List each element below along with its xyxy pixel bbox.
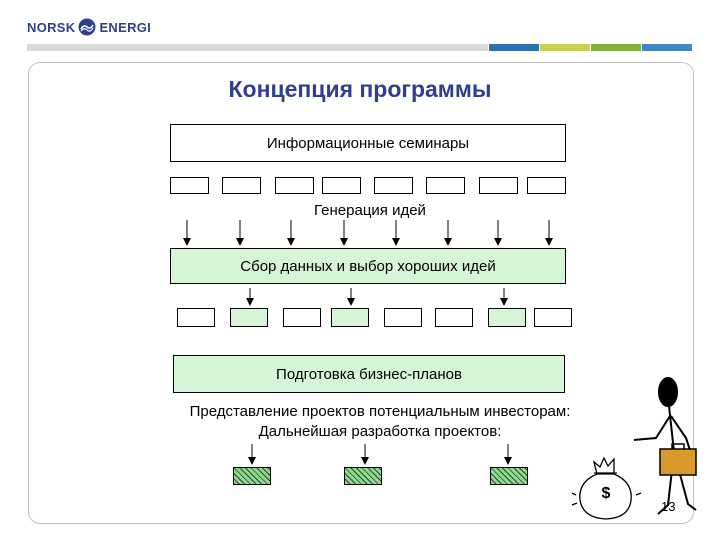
arrows-to-projects <box>248 444 512 465</box>
seminar-slot-box <box>275 177 314 194</box>
header-color-segment-1 <box>489 44 539 51</box>
presentation-line-1: Представление проектов потенциальным инв… <box>189 403 571 420</box>
header-color-segment-3 <box>591 44 641 51</box>
header-gray-bar <box>27 44 488 51</box>
idea-box <box>177 308 215 327</box>
norsk-energi-logo: NORSK ENERGI <box>27 18 151 36</box>
page-number: 13 <box>661 499 676 514</box>
logo-text-right: ENERGI <box>99 19 152 35</box>
seminar-slot-box <box>479 177 518 194</box>
logo-text-left: NORSK <box>27 19 76 35</box>
seminars-box: Информационные семинары <box>170 124 566 162</box>
idea-box <box>384 308 422 327</box>
investor-figure-icon <box>633 377 697 515</box>
seminar-slot-box <box>322 177 361 194</box>
idea-box <box>283 308 321 327</box>
seminar-slot-box <box>170 177 209 194</box>
seminar-slot-box <box>222 177 261 194</box>
seminar-slot-box <box>426 177 465 194</box>
project-box <box>233 467 271 485</box>
logo-emblem-icon <box>78 18 96 36</box>
money-bag-icon <box>571 456 642 520</box>
header-color-segment-2 <box>540 44 590 51</box>
content-frame <box>28 62 694 524</box>
business-plans-box: Подготовка бизнес-планов <box>173 355 565 393</box>
presentation-line-2: Дальнейшая разработка проектов: <box>258 423 502 440</box>
selected-idea-box <box>230 308 268 327</box>
selected-idea-box <box>488 308 526 327</box>
idea-generation-label: Генерация идей <box>314 202 426 219</box>
seminar-slot-box <box>374 177 413 194</box>
arrows-to-collection <box>183 220 553 246</box>
project-box <box>490 467 528 485</box>
slide-title: Концепция программы <box>228 76 492 102</box>
header-color-segment-4 <box>642 44 692 51</box>
project-box <box>344 467 382 485</box>
money-bag-dollar-sign: $ <box>602 485 611 502</box>
data-collection-label: Сбор данных и выбор хороших идей <box>240 257 496 275</box>
business-plans-label: Подготовка бизнес-планов <box>276 365 462 383</box>
idea-box <box>435 308 473 327</box>
seminar-slot-box <box>527 177 566 194</box>
selected-idea-box <box>331 308 369 327</box>
briefcase-icon <box>659 448 697 476</box>
arrows-to-selection <box>246 288 508 306</box>
data-collection-box: Сбор данных и выбор хороших идей <box>170 248 566 284</box>
seminars-label: Информационные семинары <box>266 134 470 152</box>
idea-box <box>534 308 572 327</box>
